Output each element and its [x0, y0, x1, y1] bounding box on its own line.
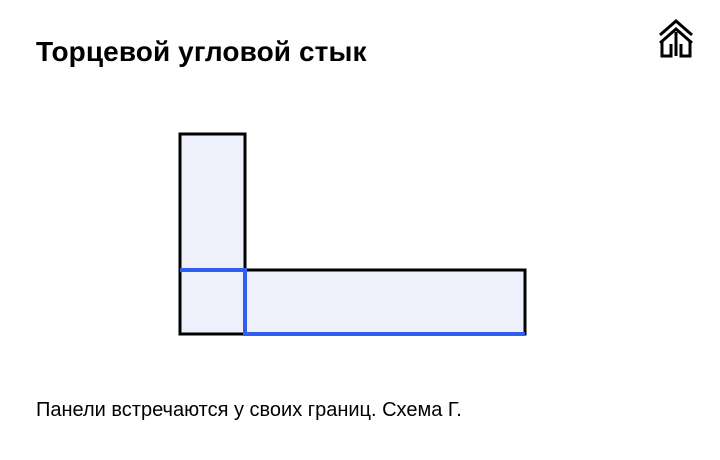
vertical-panel	[178, 132, 247, 336]
caption-text: Панели встречаются у своих границ. Схема…	[36, 399, 462, 421]
joint-highlight-line	[180, 268, 525, 336]
page-title: Торцевой угловой стык	[36, 36, 367, 67]
horizontal-panel	[243, 268, 527, 336]
logo-icon	[659, 19, 693, 58]
